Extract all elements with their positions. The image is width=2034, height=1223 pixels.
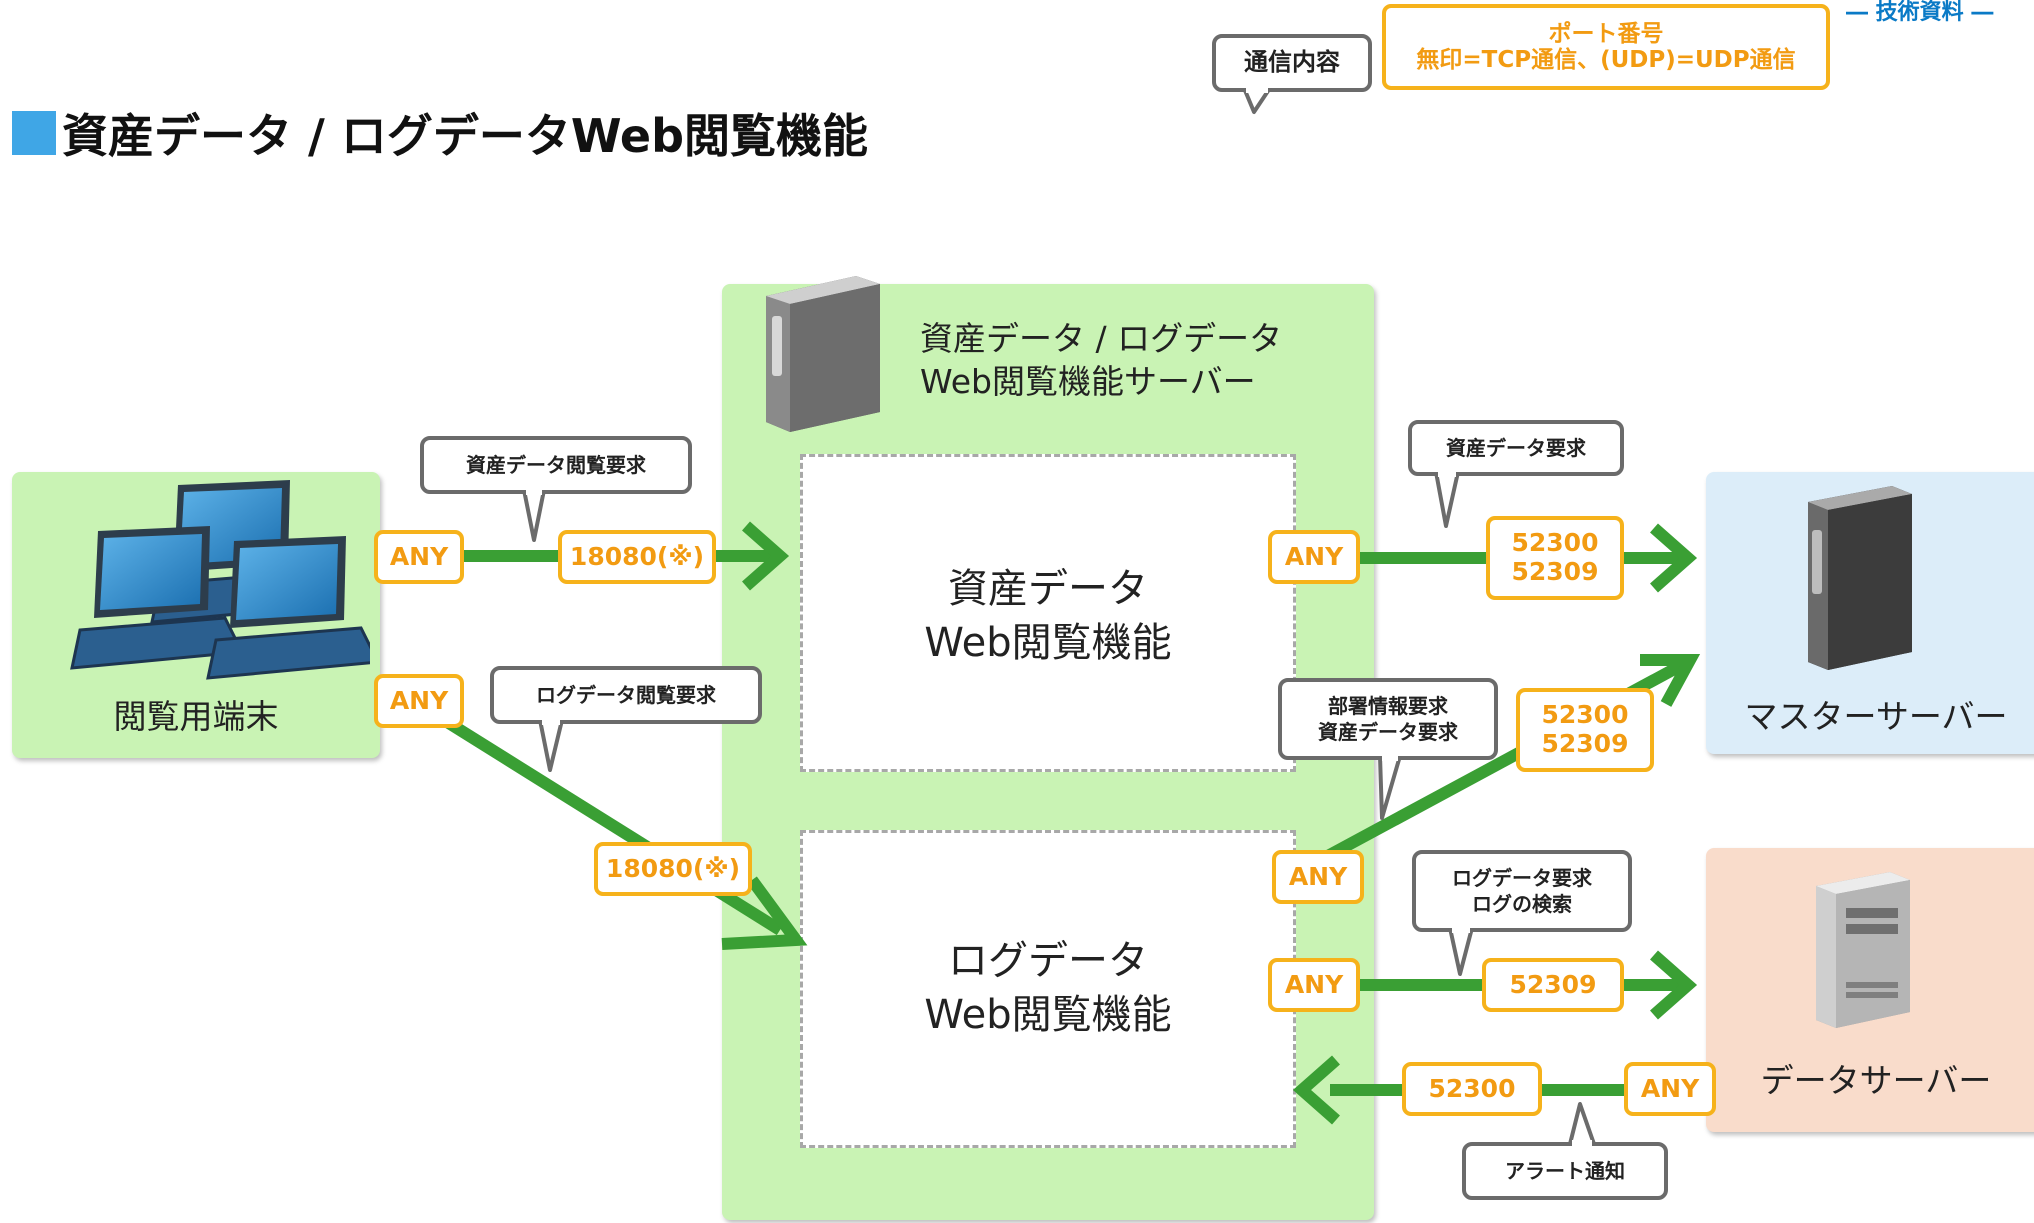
callout-dept-asset-text: 資産データ要求 xyxy=(1318,720,1458,744)
log-func-box xyxy=(800,830,1296,1148)
callout-dept-info-text: 部署情報要求 xyxy=(1328,694,1448,718)
arrow-client-to-log xyxy=(440,714,784,936)
callout-asset-data-tail xyxy=(1434,472,1460,528)
callout-log-data-tail xyxy=(1448,928,1474,976)
data-server-label: データサーバー xyxy=(1760,1061,1992,1100)
port-client-any-1: ANY xyxy=(374,530,464,584)
asset-func-label-1: 資産データ xyxy=(948,566,1148,612)
callout-asset-view-request-text: 資産データ閲覧要求 xyxy=(466,453,646,477)
arrow-client-to-asset-head xyxy=(742,521,790,591)
port-text: 52300 xyxy=(1511,528,1599,558)
asset-func-label: 資産データ Web閲覧機能 xyxy=(800,562,1296,670)
callout-alert-notify-text: アラート通知 xyxy=(1505,1159,1625,1183)
legend-port-label-1: ポート番号 xyxy=(1548,20,1664,47)
callout-dept-info-tail xyxy=(1378,756,1402,820)
port-text: ANY xyxy=(389,685,449,715)
page-title-text: 資産データ / ログデータWeb閲覧機能 xyxy=(62,109,869,163)
port-asset-any: ANY xyxy=(1268,530,1360,584)
port-dataserver-52309: 52309 xyxy=(1482,958,1624,1012)
port-dataserver-any: ANY xyxy=(1624,1062,1716,1116)
callout-alert-notify: アラート通知 xyxy=(1462,1142,1668,1200)
arrow-log-to-master-head xyxy=(1640,654,1701,707)
legend-port-label-2: 無印=TCP通信、(UDP)=UDP通信 xyxy=(1416,47,1796,73)
port-log-52300: 52300 xyxy=(1402,1062,1542,1116)
port-text: 52309 xyxy=(1511,557,1599,586)
title-square-icon xyxy=(12,111,56,155)
port-text: ANY xyxy=(1284,969,1344,999)
port-master-52300-52309-a: 52300 52309 xyxy=(1486,516,1624,600)
port-text: 18080(※) xyxy=(569,541,705,571)
callout-alert-tail xyxy=(1568,1102,1596,1146)
asset-func-label-2: Web閲覧機能 xyxy=(924,620,1172,666)
legend-port-box: ポート番号 無印=TCP通信、(UDP)=UDP通信 xyxy=(1382,4,1830,90)
web-server-tower-icon xyxy=(766,276,880,432)
legend-content-label: 通信内容 xyxy=(1244,48,1340,77)
data-server-tower-icon xyxy=(1816,872,1910,1028)
callout-log-search-text: ログの検索 xyxy=(1472,892,1572,916)
callout-log-view-tail xyxy=(538,720,564,772)
port-text: 52309 xyxy=(1541,729,1629,758)
port-text: 52300 xyxy=(1541,700,1629,730)
laptops-icon xyxy=(70,480,370,680)
arrow-asset-to-master-head xyxy=(1650,523,1698,593)
master-server-tower-icon xyxy=(1808,486,1912,670)
callout-asset-view-tail xyxy=(522,490,546,542)
arrow-log-to-dataserver-head xyxy=(1650,950,1698,1020)
arrow-dataserver-to-log-head xyxy=(1292,1055,1340,1125)
client-label: 閲覧用端末 xyxy=(113,697,279,736)
port-client-any-2: ANY xyxy=(374,674,464,728)
callout-asset-data-request-text: 資産データ要求 xyxy=(1446,436,1586,460)
callout-log-data-request: ログデータ要求 ログの検索 xyxy=(1412,850,1632,932)
port-text: ANY xyxy=(389,541,449,571)
log-func-label: ログデータ Web閲覧機能 xyxy=(800,934,1296,1042)
port-log-any-2: ANY xyxy=(1268,958,1360,1012)
callout-log-data-text: ログデータ要求 xyxy=(1452,866,1592,890)
port-log-any-1: ANY xyxy=(1272,850,1364,904)
port-master-52300-52309-b: 52300 52309 xyxy=(1516,688,1654,772)
master-server-label: マスターサーバー xyxy=(1744,697,2008,736)
port-18080-asset: 18080(※) xyxy=(558,530,716,584)
log-func-label-2: Web閲覧機能 xyxy=(924,992,1172,1038)
port-text: 52300 xyxy=(1428,1073,1516,1103)
callout-log-view-request: ログデータ閲覧要求 xyxy=(490,666,762,724)
port-text: ANY xyxy=(1288,861,1348,891)
asset-func-box xyxy=(800,454,1296,772)
callout-dept-info-request: 部署情報要求 資産データ要求 xyxy=(1278,678,1498,760)
callout-asset-data-request: 資産データ要求 xyxy=(1408,420,1624,476)
web-server-label-2: Web閲覧機能サーバー xyxy=(920,361,1256,401)
legend-content-callout: 通信内容 xyxy=(1212,34,1372,92)
port-text: 18080(※) xyxy=(605,853,741,883)
legend-callout-tail xyxy=(1242,88,1272,114)
callout-asset-view-request: 資産データ閲覧要求 xyxy=(420,436,692,494)
web-server-label-1: 資産データ / ログデータ xyxy=(920,319,1283,358)
port-18080-log: 18080(※) xyxy=(594,842,752,896)
callout-log-view-request-text: ログデータ閲覧要求 xyxy=(536,683,716,707)
port-text: ANY xyxy=(1640,1073,1700,1103)
page-title: 資産データ / ログデータWeb閲覧機能 xyxy=(12,100,868,166)
web-server-label: 資産データ / ログデータ Web閲覧機能サーバー xyxy=(920,318,1282,404)
port-text: 52309 xyxy=(1509,969,1597,999)
log-func-label-1: ログデータ xyxy=(948,938,1148,984)
port-text: ANY xyxy=(1284,541,1344,571)
arrow-client-to-log-head xyxy=(721,876,808,950)
tech-doc-tag: ― 技術資料 ― xyxy=(1846,0,1994,25)
